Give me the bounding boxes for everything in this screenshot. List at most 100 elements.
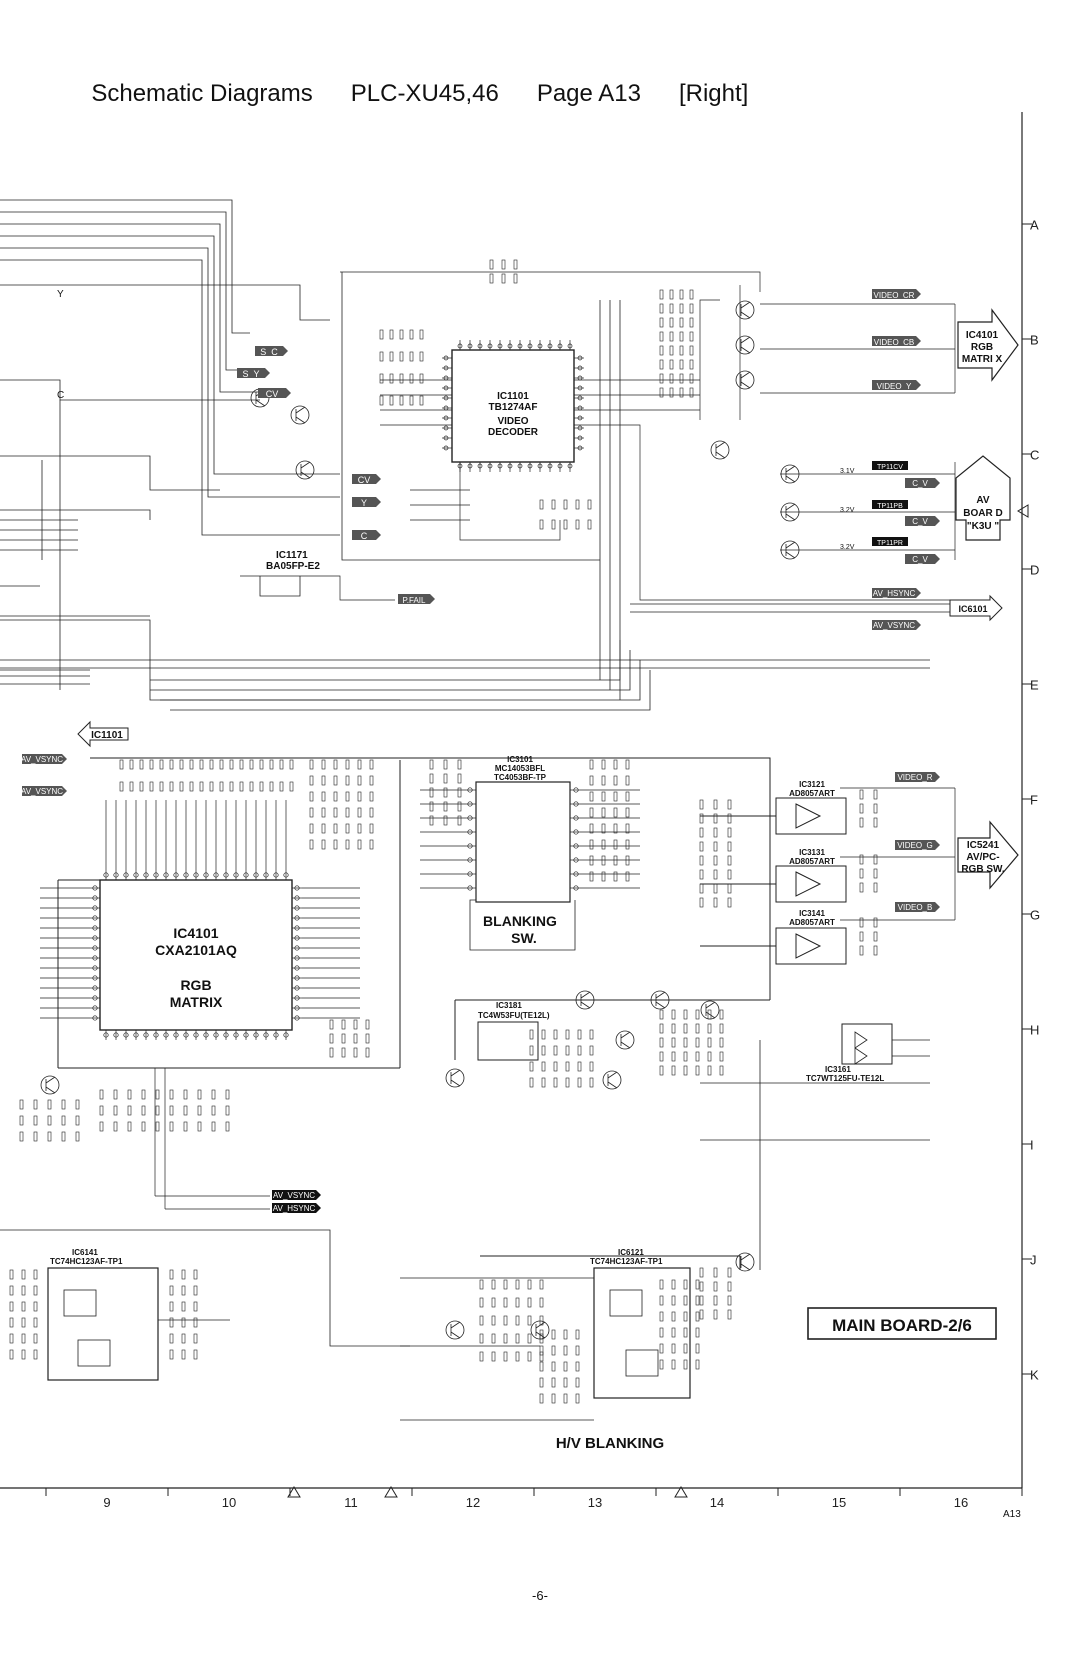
resistor-icon: [575, 1329, 580, 1340]
resistor-icon: [19, 1131, 24, 1142]
cv-tag-1: CV: [258, 388, 291, 399]
ic-pin-dot: [467, 885, 473, 891]
resistor-icon: [671, 1051, 676, 1062]
ic-pin-dot: [92, 895, 98, 901]
transistor-collector: [450, 1321, 461, 1329]
resistor-icon: [699, 869, 704, 880]
resistor-icon: [443, 815, 448, 826]
resistor-icon: [707, 1037, 712, 1048]
resistor-icon: [713, 813, 718, 824]
resistor-icon: [345, 807, 350, 818]
row-label: J: [1030, 1253, 1037, 1268]
resistor-icon: [613, 871, 618, 882]
av-hsync-tag-low: AV_HSYNC: [272, 1203, 321, 1213]
y-line-label: Y: [57, 289, 64, 300]
resistor-icon: [309, 807, 314, 818]
resistor-icon: [689, 317, 694, 328]
resistor-icon: [479, 1279, 484, 1290]
svg-text:TC74HC123AF-TP1: TC74HC123AF-TP1: [50, 1257, 123, 1266]
resistor-icon: [61, 1115, 66, 1126]
resistor-icon: [357, 823, 362, 834]
transistor-collector: [740, 371, 751, 379]
resistor-icon: [389, 373, 394, 384]
transistor-emitter: [580, 1001, 591, 1009]
resistor-icon: [601, 807, 606, 818]
resistor-icon: [529, 1061, 534, 1072]
transistor-collector: [655, 991, 666, 999]
video-cb-tag: VIDEO_CB: [872, 336, 921, 347]
ic6141: IC6141 TC74HC123AF-TP1: [0, 1229, 410, 1381]
ic-pin-dot: [577, 355, 583, 361]
resistor-icon: [333, 759, 338, 770]
resistor-icon: [429, 787, 434, 798]
svg-text:BOAR D: BOAR D: [963, 508, 1002, 519]
resistor-icon: [625, 807, 630, 818]
resistor-icon: [873, 931, 878, 942]
resistor-icon: [699, 841, 704, 852]
svg-text:VIDEO_G: VIDEO_G: [897, 841, 933, 850]
ic-pin-dot: [467, 871, 473, 877]
resistor-icon: [551, 1329, 556, 1340]
resistor-icon: [527, 1315, 532, 1326]
component-clusters: [9, 259, 878, 1404]
resistor-icon: [527, 1351, 532, 1362]
resistor-icon: [169, 781, 174, 792]
test-point-tags: TP11CV TP11PB TP11PR 3.1V 3.2V 3.2V C_VC…: [780, 461, 956, 564]
resistor-icon: [503, 1279, 508, 1290]
svg-text:IC6121: IC6121: [618, 1248, 644, 1257]
video-g-tag: VIDEO_G: [895, 840, 940, 850]
resistor-icon: [169, 1285, 174, 1296]
resistor-icon: [357, 807, 362, 818]
transistor-icon: [735, 1252, 755, 1272]
ic-pin-dot: [467, 843, 473, 849]
resistor-icon: [671, 1279, 676, 1290]
resistor-icon: [699, 813, 704, 824]
resistor-icon: [9, 1269, 14, 1280]
resistor-icon: [197, 1121, 202, 1132]
svg-text:VIDEO_CB: VIDEO_CB: [874, 338, 914, 347]
ic-pin-dot: [467, 829, 473, 835]
resistor-icon: [489, 273, 494, 284]
resistor-icon: [659, 317, 664, 328]
resistor-icon: [515, 1315, 520, 1326]
ic-pin-dot: [527, 343, 533, 349]
resistor-icon: [169, 1269, 174, 1280]
ic-pin-dot: [113, 1032, 119, 1038]
resistor-icon: [21, 1317, 26, 1328]
ic-pin-dot: [133, 1032, 139, 1038]
row-label: K: [1030, 1368, 1039, 1383]
ic-pin-dot: [557, 343, 563, 349]
resistor-icon: [33, 1349, 38, 1360]
svg-text:MAIN BOARD-2/6: MAIN BOARD-2/6: [832, 1316, 972, 1335]
opamp-box: [775, 797, 847, 835]
resistor-icon: [209, 759, 214, 770]
resistor-icon: [75, 1099, 80, 1110]
transistor-icon: [615, 1030, 635, 1050]
transistor-emitter: [255, 399, 266, 407]
resistor-icon: [249, 759, 254, 770]
resistor-icon: [659, 1327, 664, 1338]
resistor-icon: [659, 1037, 664, 1048]
resistor-icon: [565, 1029, 570, 1040]
ic-pin-dot: [567, 343, 573, 349]
resistor-icon: [699, 1295, 704, 1306]
ic-pin-dot: [294, 895, 300, 901]
resistor-icon: [345, 775, 350, 786]
resistor-icon: [169, 1333, 174, 1344]
svg-text:VIDEO_R: VIDEO_R: [897, 773, 932, 782]
resistor-icon: [587, 519, 592, 530]
resistor-icon: [409, 373, 414, 384]
resistor-icon: [659, 1023, 664, 1034]
resistor-icon: [225, 1105, 230, 1116]
av-hsync-tag: AV_HSYNC: [872, 588, 921, 598]
resistor-icon: [539, 1377, 544, 1388]
ic-pin-dot: [243, 872, 249, 878]
resistor-icon: [659, 387, 664, 398]
resistor-icon: [577, 1045, 582, 1056]
ic-pin-dot: [467, 801, 473, 807]
resistor-icon: [369, 823, 374, 834]
cv-out-label: C_V: [912, 517, 928, 526]
transistor-icon: [445, 1068, 465, 1088]
resistor-icon: [19, 1099, 24, 1110]
